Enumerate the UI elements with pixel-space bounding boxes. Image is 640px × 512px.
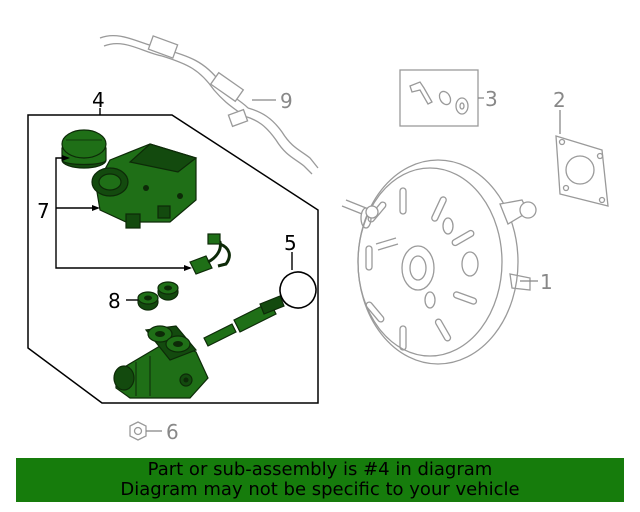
master-cylinder-body[interactable] <box>113 325 209 399</box>
callout-4[interactable]: 4 <box>92 88 105 112</box>
vacuum-booster-part-1[interactable] <box>341 159 537 365</box>
callout-9[interactable]: 9 <box>280 89 293 113</box>
callout-6[interactable]: 6 <box>166 420 179 444</box>
nut-part-6[interactable] <box>129 421 147 441</box>
callout-7-leader <box>55 155 192 271</box>
master-cylinder-piston[interactable] <box>203 295 285 347</box>
callout-7[interactable]: 7 <box>37 199 50 223</box>
callout-2[interactable]: 2 <box>553 88 566 112</box>
fluid-level-sensor[interactable] <box>189 233 231 275</box>
o-ring-part-5[interactable] <box>275 252 321 313</box>
callout-8[interactable]: 8 <box>108 289 121 313</box>
clevis-pin-kit-part-3[interactable] <box>399 69 479 127</box>
gasket-part-2[interactable] <box>555 135 609 207</box>
master-cylinder-assembly-frame <box>27 108 319 404</box>
banner-line-2: Diagram may not be specific to your vehi… <box>120 479 520 500</box>
fluid-reservoir[interactable] <box>91 143 198 229</box>
reservoir-grommets-part-8[interactable] <box>137 281 179 311</box>
banner-line-1: Part or sub-assembly is #4 in diagram <box>147 459 493 480</box>
brake-hose-part-9[interactable] <box>99 34 319 175</box>
callout-1[interactable]: 1 <box>540 270 553 294</box>
callout-5[interactable]: 5 <box>284 231 297 255</box>
info-banner: Part or sub-assembly is #4 in diagram Di… <box>16 458 624 502</box>
callout-3[interactable]: 3 <box>485 87 498 111</box>
reservoir-cap[interactable] <box>61 129 107 169</box>
